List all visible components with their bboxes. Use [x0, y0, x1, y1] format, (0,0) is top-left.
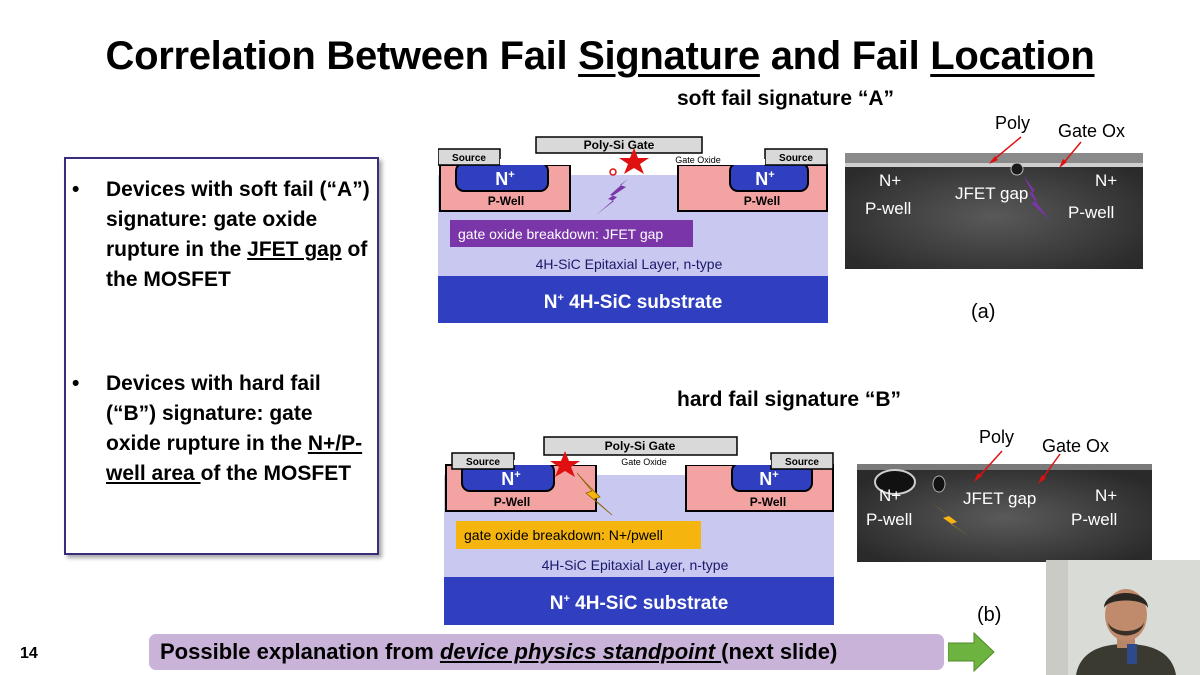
source-right-label: Source	[785, 457, 819, 468]
presenter-webcam	[1046, 560, 1200, 675]
gate-oxide	[514, 460, 771, 465]
source-right	[764, 148, 828, 166]
bullet-1-text: Devices with soft fail (“A”) signature: …	[106, 178, 370, 261]
nplus-right-label: N+	[755, 169, 774, 189]
breakdown-star-icon	[619, 148, 649, 174]
title-text-signature: Signature	[578, 34, 760, 78]
slide-title: Correlation Between Fail Signature and F…	[0, 34, 1200, 79]
sem-a-nplus-right: N+	[1095, 171, 1118, 190]
sem-b-pwell-left: P-well	[866, 510, 913, 529]
sem-a-gate-ox-label: Gate Ox	[1058, 121, 1126, 141]
pwell-right-label: P-Well	[750, 495, 786, 509]
figure-label-b: (b)	[977, 604, 1002, 626]
poly-gate	[543, 436, 738, 456]
nplus-left-label: N+	[501, 469, 520, 489]
sem-a-pwell-right: P-well	[1068, 203, 1115, 222]
gate-oxide-label: Gate Oxide	[621, 457, 667, 467]
bullet-2-text-end: of the MOSFET	[200, 462, 352, 485]
source-left-label: Source	[466, 457, 500, 468]
bullet-box: • Devices with soft fail (“A”) signature…	[64, 157, 379, 555]
sem-image-soft-fail: N+ N+ P-well P-well JFET gap	[845, 153, 1143, 269]
source-right-label: Source	[779, 153, 813, 164]
breakdown-label: gate oxide breakdown: JFET gap	[458, 226, 663, 242]
lightning-bolt-icon	[576, 472, 613, 516]
page-number: 14	[20, 645, 38, 662]
sem-a-callout-arrows	[989, 136, 1082, 168]
marker-circle-icon	[609, 168, 617, 176]
source-left-label: Source	[452, 153, 486, 164]
sem-b-jfet-gap: JFET gap	[963, 489, 1037, 508]
pwell-right-label: P-Well	[744, 194, 780, 208]
banner-text-end: (next slide)	[721, 639, 838, 664]
sem-a-poly-label: Poly	[995, 113, 1031, 133]
bullet-hard-fail: • Devices with hard fail (“B”) signature…	[72, 369, 372, 489]
title-text-1: Correlation Between Fail	[105, 34, 579, 78]
pwell-left-label: P-Well	[494, 495, 530, 509]
mosfet-diagram-soft-fail: N+ 4H-SiC substrate 4H-SiC Epitaxial Lay…	[438, 136, 828, 323]
bullet-2-underlined: N+/P-well area	[106, 432, 363, 485]
figure-label-a: (a)	[971, 301, 996, 323]
sem-b-gate-ox-label: Gate Ox	[1042, 436, 1110, 456]
source-left	[438, 148, 501, 166]
poly-gate-label: Poly-Si Gate	[605, 439, 676, 453]
presenter-avatar	[1046, 560, 1200, 675]
next-slide-banner: Possible explanation from device physics…	[149, 634, 944, 670]
sem-a-pwell-left: P-well	[865, 199, 912, 218]
gate-oxide-label: Gate Oxide	[675, 155, 721, 165]
sem-texture	[857, 464, 1152, 562]
bullet-marker: •	[72, 178, 80, 201]
sem-lightning-icon	[931, 502, 969, 536]
bullet-soft-fail: • Devices with soft fail (“A”) signature…	[72, 175, 372, 295]
banner-text: Possible explanation from	[160, 639, 440, 664]
title-text-location: Location	[930, 34, 1095, 78]
breakdown-label-box	[450, 220, 693, 247]
epi-label: 4H-SiC Epitaxial Layer, n-type	[542, 557, 729, 573]
epi-label: 4H-SiC Epitaxial Layer, n-type	[536, 256, 723, 272]
nplus-right-label: N+	[759, 469, 778, 489]
breakdown-star-icon	[550, 451, 580, 477]
arrow-right-icon	[948, 632, 995, 672]
lightning-bolt-icon	[596, 179, 628, 215]
title-text-3: and Fail	[759, 34, 931, 78]
sem-b-nplus-right: N+	[1095, 486, 1118, 505]
poly-gate-label: Poly-Si Gate	[584, 138, 655, 152]
substrate-label: N+ 4H-SiC substrate	[550, 593, 729, 614]
hard-fail-heading: hard fail signature “B”	[677, 388, 902, 411]
bullet-marker: •	[72, 372, 80, 395]
mosfet-diagram-hard-fail: N+ 4H-SiC substrate 4H-SiC Epitaxial Lay…	[444, 436, 834, 625]
sem-b-pwell-right: P-well	[1071, 510, 1118, 529]
breakdown-label: gate oxide breakdown: N+/pwell	[464, 527, 663, 543]
sem-lightning-icon	[1023, 175, 1049, 219]
nplus-left-label: N+	[495, 169, 514, 189]
banner-emphasis: device physics standpoint	[439, 639, 722, 664]
pwell-left-label: P-Well	[488, 194, 524, 208]
substrate-label: N+ 4H-SiC substrate	[544, 292, 723, 313]
substrate-layer	[438, 276, 828, 323]
bullet-2-text: Devices with hard fail (“B”) signature: …	[106, 372, 321, 455]
soft-fail-heading: soft fail signature “A”	[677, 87, 895, 110]
sem-a-jfet-gap: JFET gap	[955, 184, 1029, 203]
sem-b-poly-label: Poly	[979, 427, 1015, 447]
sem-a-nplus-left: N+	[879, 171, 902, 190]
bullet-1-underlined: JFET gap	[247, 238, 342, 261]
bullet-1-text-end: of the MOSFET	[106, 238, 368, 291]
sem-b-callout-arrows	[974, 450, 1061, 484]
sem-b-nplus-left: N+	[879, 486, 902, 505]
substrate-layer	[444, 577, 834, 625]
poly-gate	[535, 136, 703, 154]
sem-image-hard-fail: N+ N+ P-well P-well JFET gap	[857, 464, 1152, 562]
breakdown-label-box	[456, 521, 701, 549]
